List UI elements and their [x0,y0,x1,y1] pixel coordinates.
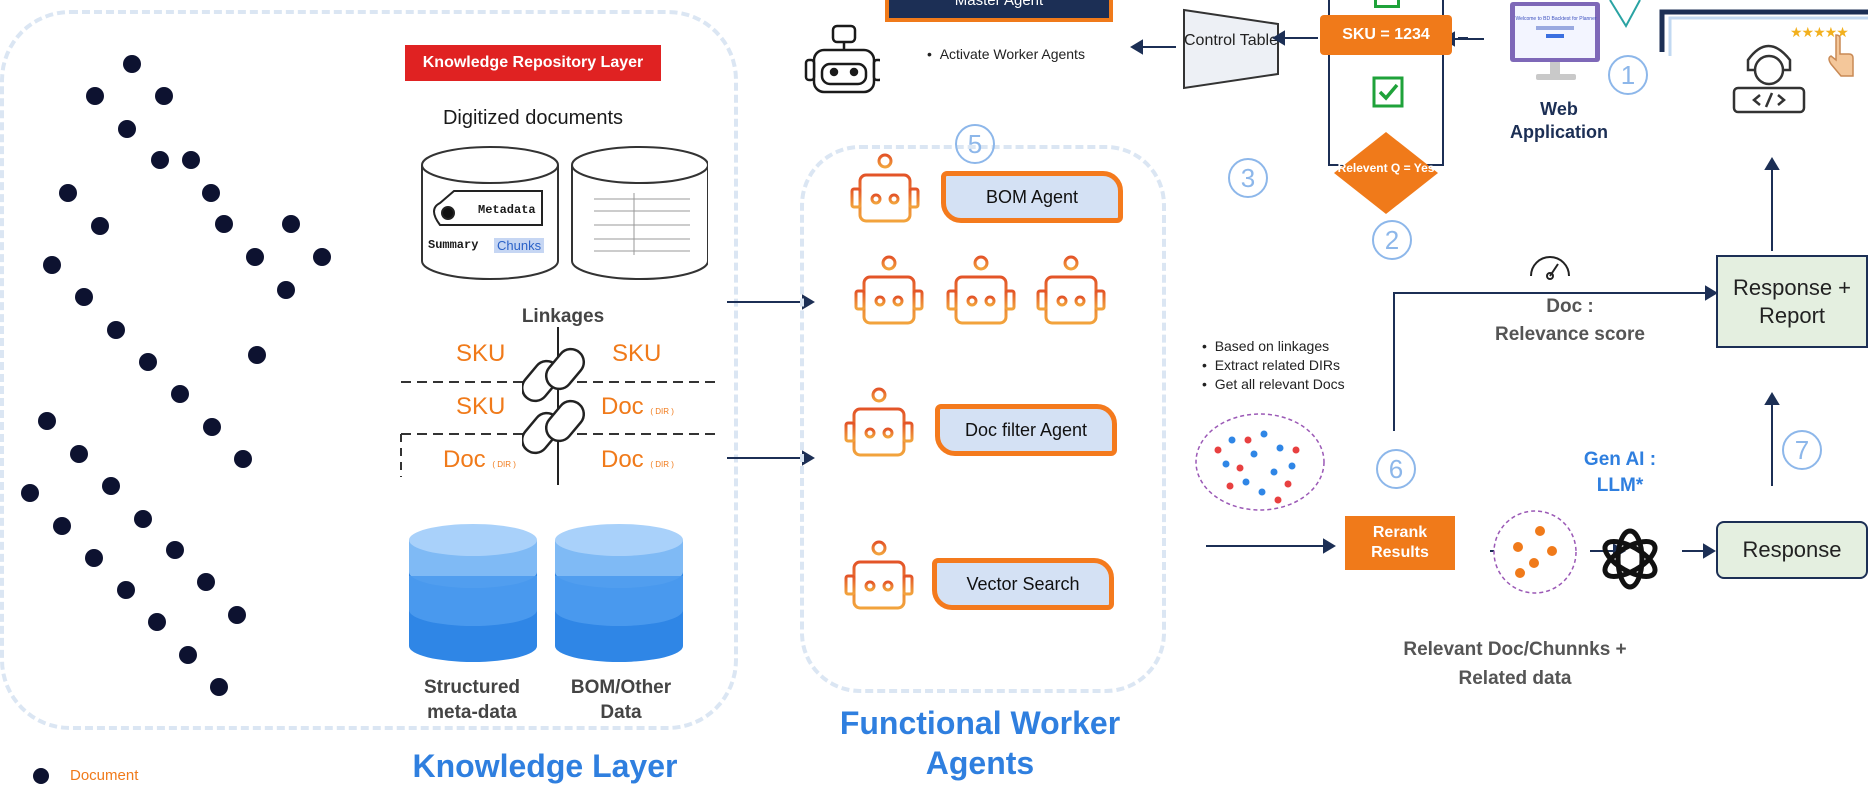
rating-stars: ★★★★★ [1790,24,1849,40]
link-row2-left: SKU [456,393,506,420]
link-row1-right: SKU [612,340,662,367]
response-report-box: Response + Report [1716,255,1868,348]
bom-other-data-label: BOM/Other Data [570,677,672,723]
relevant-docs-label: Relevant Doc/Chunnks + Related data [1403,639,1627,689]
doc-filter-agent-box: Doc filter Agent [935,404,1117,456]
check-icon [1372,76,1404,108]
vector-cloud-icon [1195,413,1325,511]
monitor-icon [1510,2,1600,80]
chain-link-icon [522,347,586,455]
web-application-label: Web Application [1510,99,1608,142]
document-legend-dot [33,768,49,784]
relevant-diamond [1334,132,1438,214]
relevant-q-label: Relevent Q = Yes [1337,161,1435,175]
control-table-shape [1183,8,1279,90]
doc-label: Doc : [1546,296,1594,317]
step-7-badge: 7 [1782,430,1822,470]
linkage-bullets: Based on linkages Extract related DIRs G… [1202,337,1345,394]
vector-search-box: Vector Search [932,558,1114,610]
report-to-user-arrow [1764,157,1780,251]
relevance-score-label: Relevance score [1495,324,1645,345]
step-2-badge: 2 [1372,220,1412,260]
link-row1-left: SKU [456,340,506,367]
llm-logo-icon [1602,528,1658,590]
link-row3-left: Doc ( DIR ) [443,446,516,473]
chunks-label: Chunks [494,238,545,253]
link-row2-right: Doc ( DIR ) [601,393,674,420]
knowledge-layer-zone [0,10,738,730]
legend-label: Document [70,767,139,784]
knowledge-layer-title: Knowledge Layer [412,748,678,784]
structured-metadata-label: Structured meta-data [423,677,521,723]
control-table-label: Control Table [1184,32,1278,49]
sku-box: SKU = 1234 [1320,15,1452,55]
worker-agents-title: Functional Worker Agents [839,705,1121,781]
gen-ai-label: Gen AI : LLM* [1583,449,1657,496]
linkages-label: Linkages [521,306,605,327]
step-3-badge: 3 [1228,158,1268,198]
rerank-results-box: Rerank Results [1345,516,1455,570]
master-agent-box: Master Agent [885,0,1113,22]
response-box: Response [1716,521,1868,579]
summary-label: Summary [428,238,479,252]
bom-agent-box: BOM Agent [941,171,1123,223]
relevance-connector [1393,285,1718,431]
digitized-documents-icon [421,146,708,280]
document-dot-cloud [21,55,331,696]
rerank-cluster-icon [1493,510,1577,594]
step-1-badge: 1 [1608,55,1648,95]
monitor-screen-text: Welcome to BD Backtest for Planner [1515,16,1597,22]
user-frame-lines [1609,0,1868,56]
tap-hand-icon [1828,34,1854,77]
developer-user-icon [1732,44,1806,114]
link-row3-right: Doc ( DIR ) [601,446,674,473]
repository-layer-title: Knowledge Repository Layer [405,45,661,81]
top-check-box [1374,0,1400,8]
gauge-icon [1530,256,1570,280]
metadata-tag-label: Metadata [478,203,536,217]
step-5-badge: 5 [955,124,995,164]
database-stack-icon [409,524,683,662]
response-to-report-arrow [1764,392,1780,486]
activate-workers-label: Activate Worker Agents [927,45,1085,64]
linkage-grid [400,327,715,485]
step-6-badge: 6 [1376,449,1416,489]
digitized-documents-label: Digitized documents [442,107,624,129]
master-robot-icon [804,24,880,94]
